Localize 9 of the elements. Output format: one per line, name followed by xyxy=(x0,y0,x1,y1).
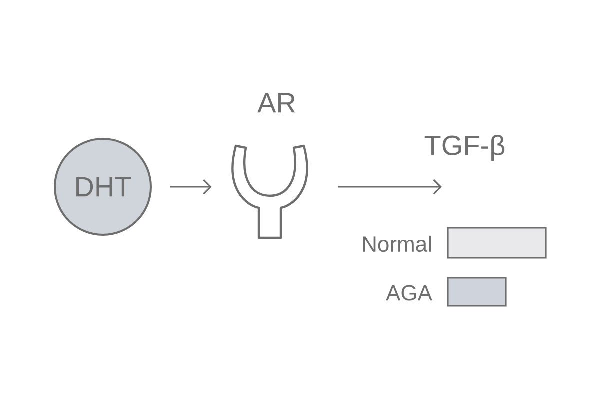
arrow xyxy=(338,179,442,195)
text-label: TGF-β xyxy=(424,134,505,162)
node-label: Normal xyxy=(363,236,431,252)
receptor-label: AR xyxy=(258,93,296,113)
bar: AGA xyxy=(386,277,507,307)
node-label: AGA xyxy=(386,285,432,301)
arrow xyxy=(170,179,212,195)
circle-node: DHT xyxy=(54,138,152,236)
bar: Normal xyxy=(363,227,547,259)
